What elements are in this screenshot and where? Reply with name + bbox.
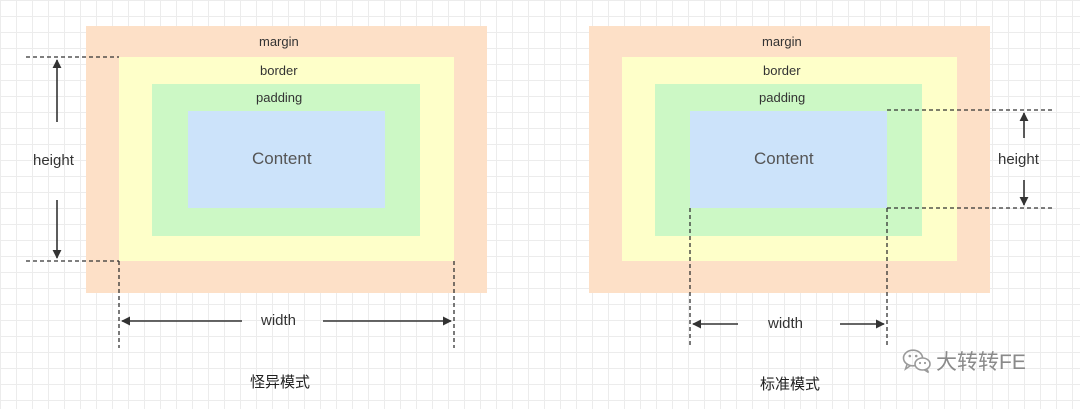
watermark-text: 大转转FE — [936, 351, 1026, 374]
standard-padding-label: padding — [759, 90, 806, 105]
standard-caption: 标准模式 — [760, 376, 821, 393]
wechat-icon — [902, 349, 931, 374]
standard-content-label: Content — [754, 149, 814, 168]
quirks-height-label: height — [33, 152, 74, 169]
quirks-width-label: width — [261, 312, 297, 329]
standard-height-label: height — [998, 151, 1039, 168]
quirks-border-label: border — [260, 63, 298, 78]
standard-border-label: border — [763, 63, 801, 78]
watermark: 大转转FE — [902, 346, 1026, 376]
quirks-content-box — [188, 111, 385, 208]
quirks-caption: 怪异模式 — [250, 374, 311, 391]
quirks-margin-label: margin — [259, 34, 299, 49]
standard-margin-label: margin — [762, 34, 802, 49]
standard-content-box — [690, 111, 887, 208]
quirks-padding-label: padding — [256, 90, 303, 105]
quirks-content-label: Content — [252, 149, 312, 168]
standard-width-label: width — [768, 315, 804, 332]
